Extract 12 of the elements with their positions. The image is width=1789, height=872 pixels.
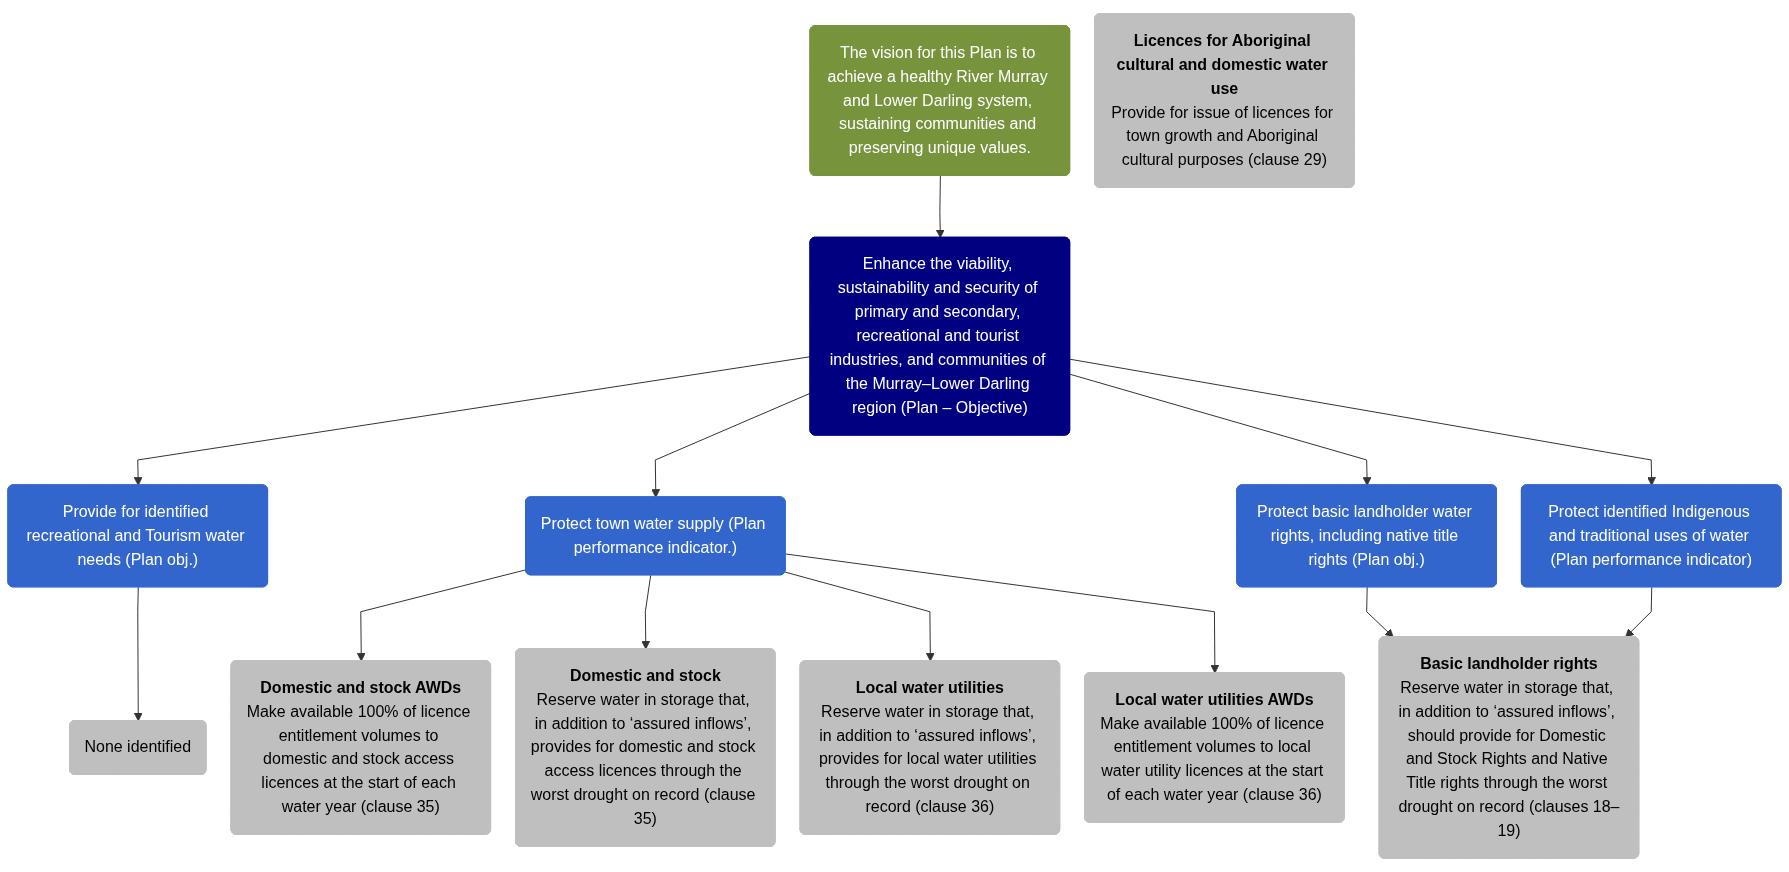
arrow <box>641 574 652 650</box>
arrow <box>133 356 812 486</box>
arrow <box>785 553 1220 674</box>
arrow <box>133 586 143 722</box>
arrow <box>1366 586 1394 638</box>
arrow <box>784 571 935 662</box>
arrow <box>1625 586 1653 638</box>
arrow <box>356 569 527 662</box>
arrow <box>1069 358 1656 486</box>
arrow <box>651 392 812 498</box>
arrow <box>1069 373 1372 486</box>
arrow <box>935 175 945 239</box>
